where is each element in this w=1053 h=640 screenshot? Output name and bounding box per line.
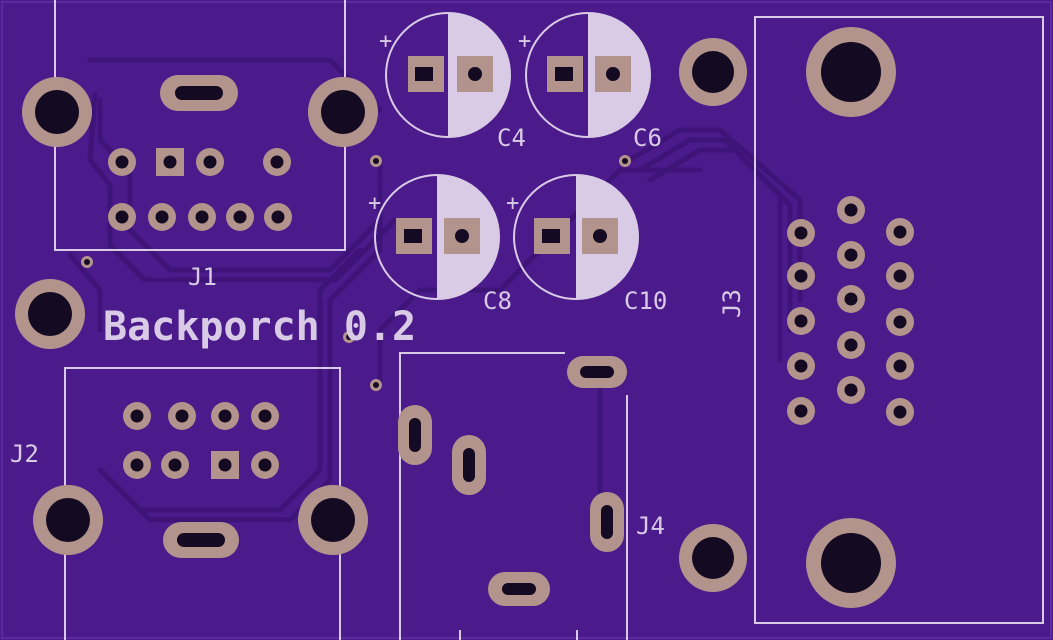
vias [81,155,631,391]
j1-label: J1 [188,263,217,291]
c6-label: C6 [633,124,662,152]
c6-polarity: + [518,29,531,54]
mount-hole-top-mid [679,38,747,106]
j3-label: J3 [718,289,746,318]
c8-polarity: + [368,191,381,216]
c4-label: C4 [497,124,526,152]
connector-j3: J3 [718,16,1044,624]
c8-label: C8 [483,287,512,315]
board-title: Backporch 0.2 [103,304,416,350]
c10-polarity: + [506,191,519,216]
j2-label: J2 [10,440,39,468]
capacitor-c8: + C8 [368,174,512,315]
connector-j4: J4 [398,352,665,640]
j4-outline-left [399,352,565,640]
c10-label: C10 [624,287,667,315]
j4-label: J4 [636,512,665,540]
capacitor-c6: + C6 [518,12,662,152]
capacitor-c4: + C4 [379,12,526,152]
capacitor-c10: + C10 [506,174,667,315]
connector-j1: J1 [22,0,378,291]
mount-hole-left [15,279,85,349]
connector-j2: J2 [10,367,368,640]
c4-polarity: + [379,29,392,54]
mount-hole-bottom-mid [679,524,747,592]
j3-outline [754,16,1044,624]
